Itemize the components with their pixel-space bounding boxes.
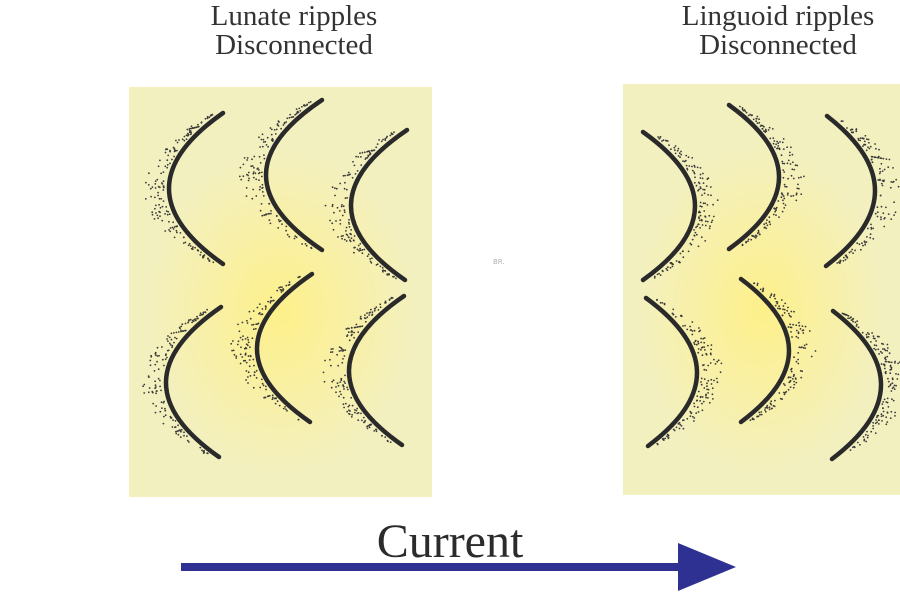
linguoid-ripple-3	[823, 113, 900, 269]
linguoid-title-line2: Disconnected	[699, 29, 857, 61]
lunate-ripple-2	[238, 97, 325, 253]
linguoid-ripple-5	[738, 276, 817, 425]
lunate-title-line1: Lunate ripples	[210, 0, 378, 32]
lunate-ripple-5	[230, 271, 315, 425]
lunate-ripple-1	[144, 110, 226, 267]
watermark-mark: BR.	[493, 258, 505, 266]
current-label: Current	[376, 515, 524, 568]
linguoid-title-line1: Linguoid ripples	[681, 0, 875, 32]
linguoid-ripple-6	[829, 308, 900, 462]
lunate-ripples-title: Lunate ripples Disconnected	[144, 2, 444, 60]
lunate-ripples-drawing	[142, 97, 410, 460]
linguoid-ripples-title: Linguoid ripples Disconnected	[628, 2, 900, 60]
lunate-ripple-3	[324, 127, 410, 283]
lunate-title-line2: Disconnected	[215, 29, 373, 61]
linguoid-ripples-drawing	[640, 102, 900, 462]
linguoid-ripples-panel	[623, 84, 900, 495]
lunate-ripple-4	[142, 304, 224, 460]
lunate-ripple-6	[322, 293, 407, 448]
lunate-ripples-panel	[129, 87, 432, 497]
linguoid-ripple-4	[643, 295, 723, 449]
current-arrow-head	[678, 543, 736, 591]
linguoid-ripple-1	[640, 129, 719, 283]
linguoid-ripple-2	[726, 102, 805, 252]
